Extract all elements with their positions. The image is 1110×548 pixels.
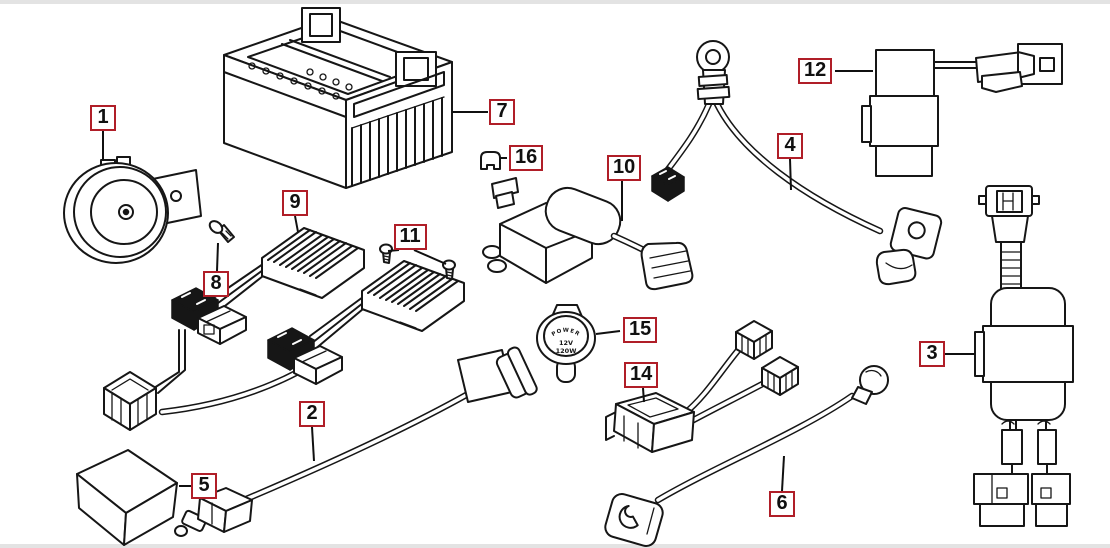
part-horn xyxy=(63,156,202,264)
part-fuse-clip xyxy=(480,151,501,170)
part-screw-8 xyxy=(208,220,235,243)
part-ground-cable xyxy=(604,365,889,547)
callout-1[interactable]: 1 xyxy=(90,105,116,131)
part-battery-cable xyxy=(651,40,943,286)
svg-text:POWER: POWER xyxy=(551,328,581,338)
power-cap-watt-text: 120W xyxy=(556,347,577,355)
callout-7[interactable]: 7 xyxy=(489,99,515,125)
connector-main-cube xyxy=(103,371,157,431)
callout-6[interactable]: 6 xyxy=(769,491,795,517)
callout-2[interactable]: 2 xyxy=(299,401,325,427)
part-relay-unit xyxy=(973,185,1074,527)
connector-gray-9 xyxy=(197,305,247,345)
part-regulator-harness xyxy=(103,227,465,431)
callout-5[interactable]: 5 xyxy=(191,473,217,499)
callout-15[interactable]: 15 xyxy=(623,317,658,343)
callout-10[interactable]: 10 xyxy=(607,155,642,181)
top-frame-bar xyxy=(0,0,1110,4)
connector-black-small xyxy=(651,166,685,202)
part-starter-relay xyxy=(482,177,694,291)
callout-16[interactable]: 16 xyxy=(509,145,544,171)
part-battery xyxy=(223,7,453,189)
callout-12[interactable]: 12 xyxy=(798,58,833,84)
part-power-outlet-cap: POWER 12V 120W xyxy=(536,304,596,383)
part-screw-11a xyxy=(379,243,393,264)
power-cap-volt-text: 12V xyxy=(559,339,573,347)
callout-8[interactable]: 8 xyxy=(203,271,229,297)
callout-14[interactable]: 14 xyxy=(624,362,659,388)
connector-gray-11 xyxy=(293,345,343,385)
callout-9[interactable]: 9 xyxy=(282,190,308,216)
callout-3[interactable]: 3 xyxy=(919,341,945,367)
part-relay-12 xyxy=(861,43,1063,177)
callout-11[interactable]: 11 xyxy=(393,224,427,250)
bottom-frame-bar xyxy=(0,544,1110,548)
callout-4[interactable]: 4 xyxy=(777,133,803,159)
part-screw-11b xyxy=(442,259,456,280)
part-box xyxy=(76,449,178,546)
power-cap-arc-text: POWER xyxy=(551,328,580,338)
